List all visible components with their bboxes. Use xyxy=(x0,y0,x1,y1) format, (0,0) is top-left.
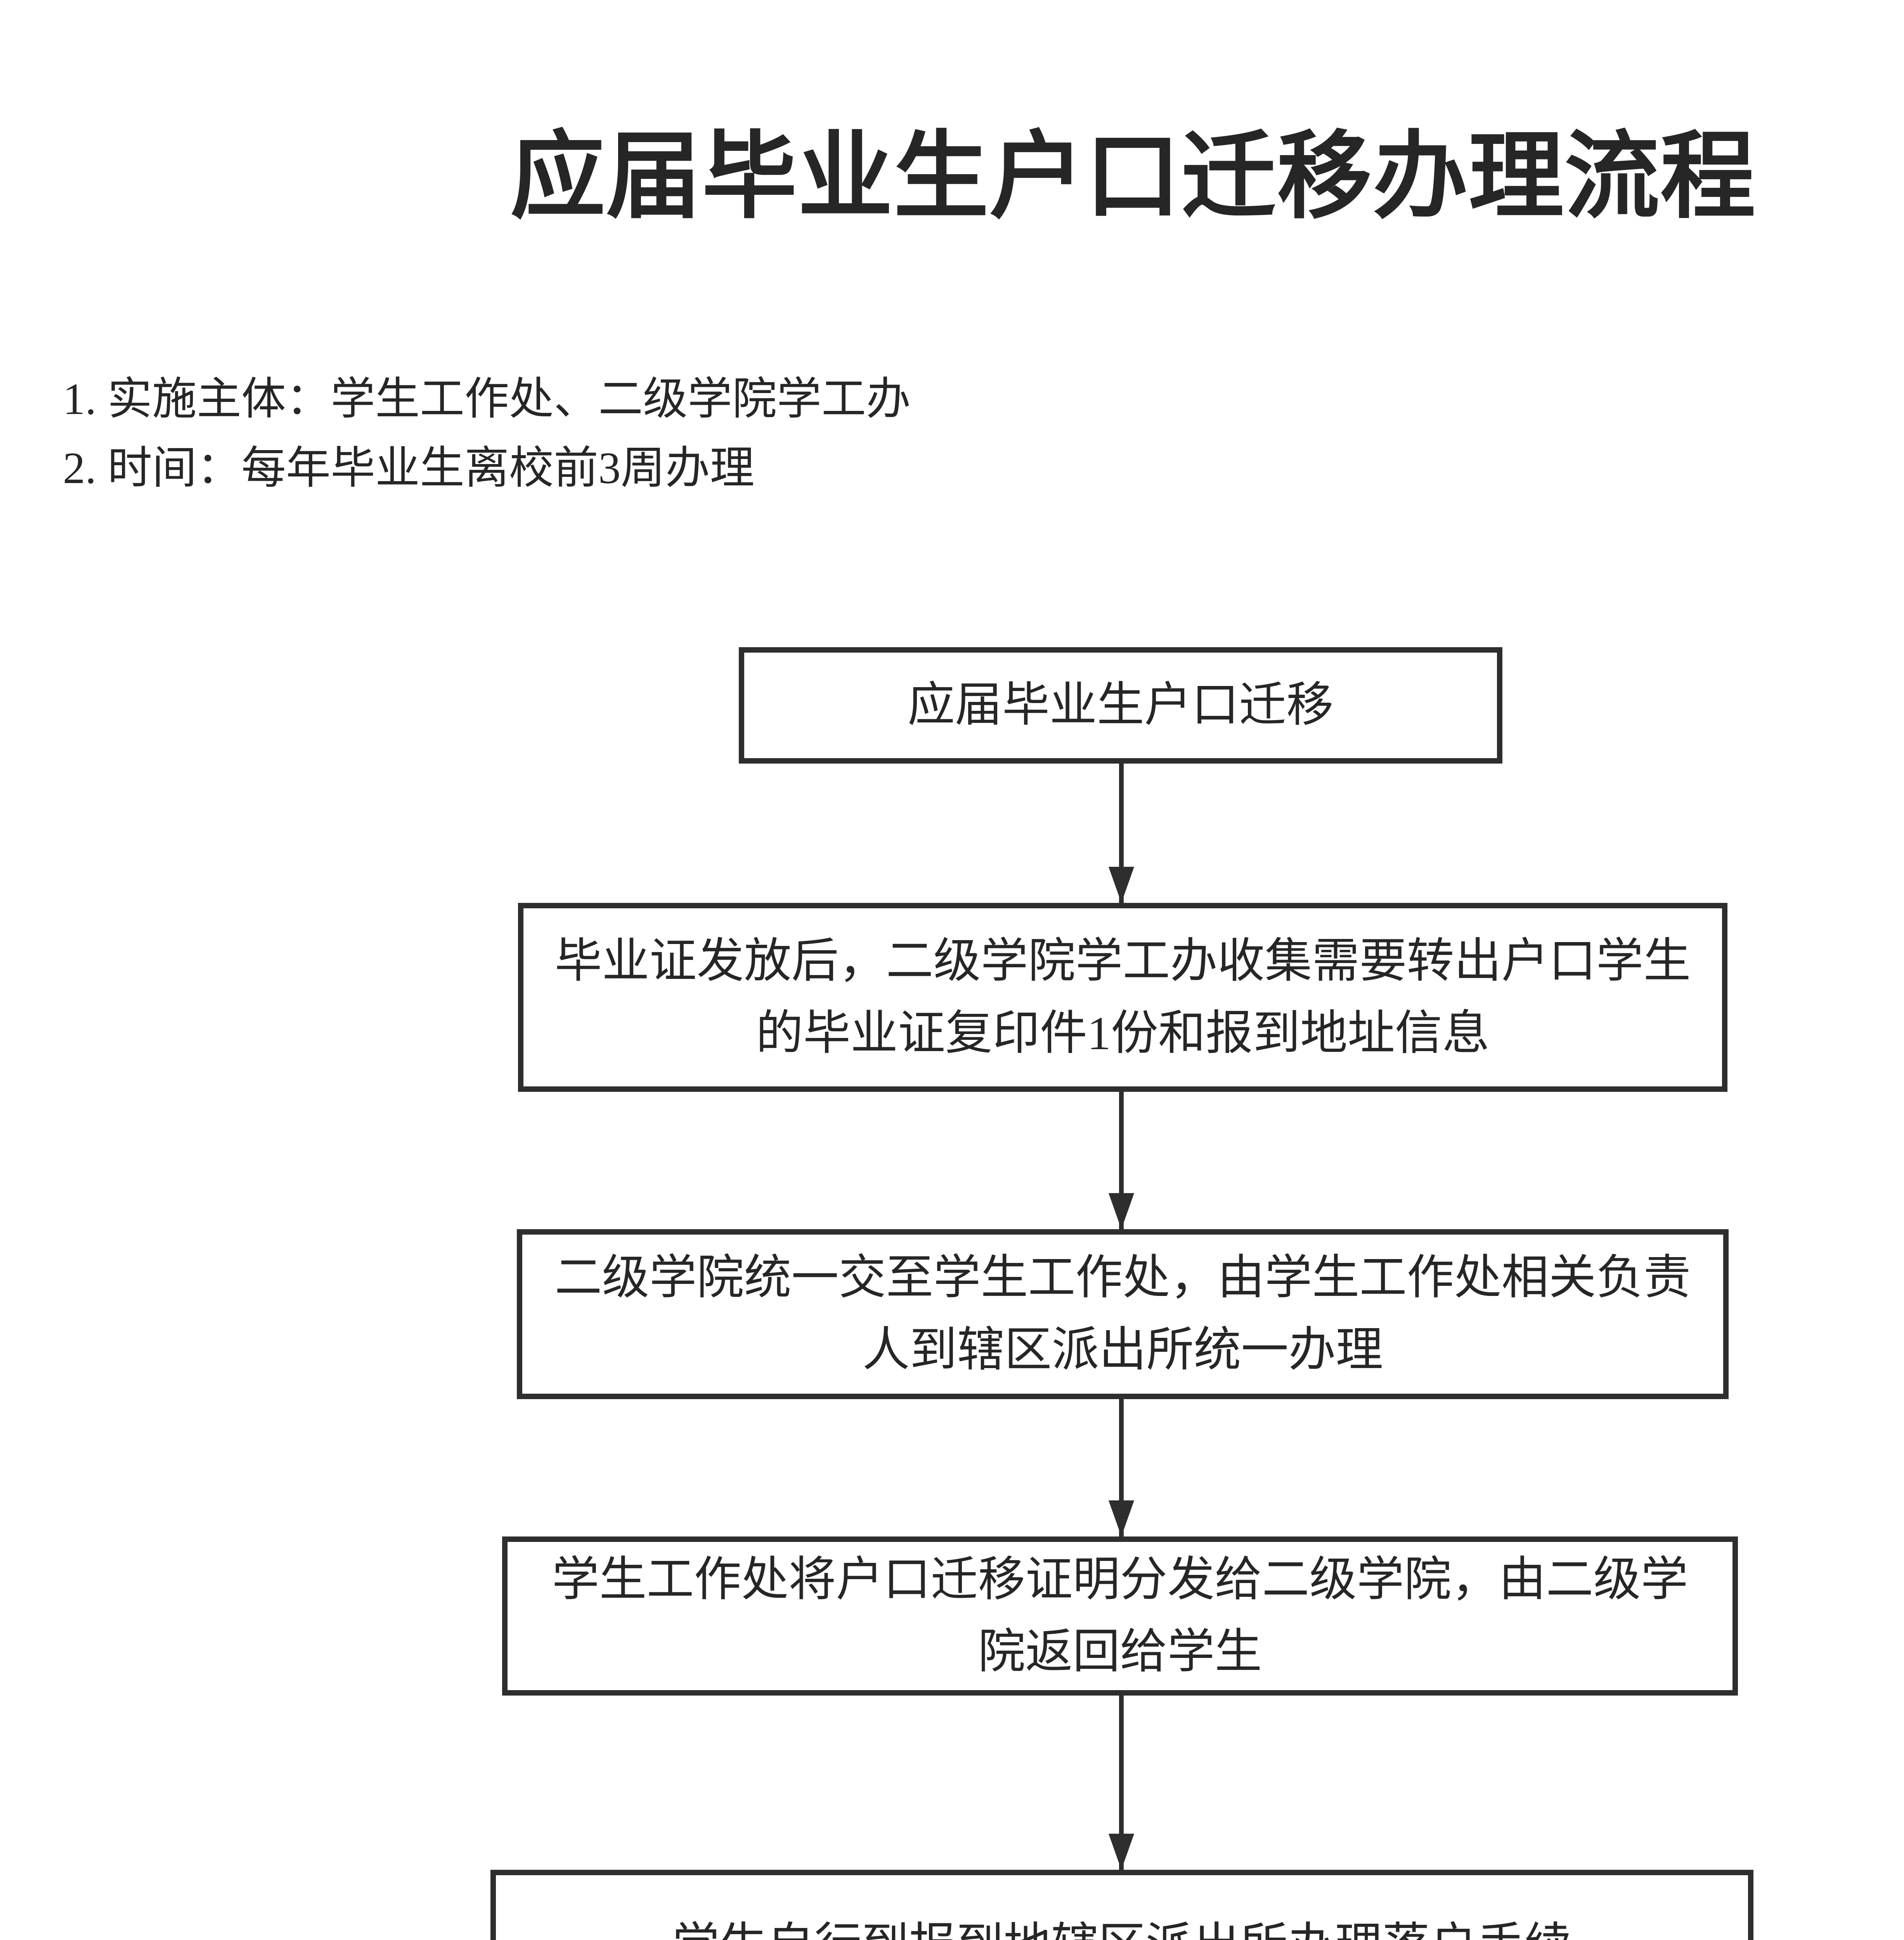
flow-node-step-2: 二级学院统一交至学生工作处，由学生工作处相关负责 人到辖区派出所统一办理 xyxy=(517,1229,1729,1399)
arrow-down-icon xyxy=(1109,1834,1134,1870)
flow-node-step-3: 学生工作处将户口迁移证明分发给二级学院，由二级学 院返回给学生 xyxy=(502,1536,1738,1696)
flow-arrow-line-4 xyxy=(1119,1696,1124,1870)
arrow-down-icon xyxy=(1109,1500,1134,1536)
note-line-2: 2. 时间：每年毕业生离校前3周办理 xyxy=(63,443,755,493)
flow-node-end: 学生自行到报到地辖区派出所办理落户手续 xyxy=(490,1870,1753,1940)
arrow-down-icon xyxy=(1109,867,1134,903)
notes-block: 1. 实施主体：学生工作处、二级学院学工办 2. 时间：每年毕业生离校前3周办理 xyxy=(63,365,911,503)
note-line-1: 1. 实施主体：学生工作处、二级学院学工办 xyxy=(63,374,911,424)
page-title: 应届毕业生户口迁移办理流程 xyxy=(510,125,1756,230)
arrow-down-icon xyxy=(1109,1193,1134,1229)
flow-node-step-1: 毕业证发放后，二级学院学工办收集需要转出户口学生 的毕业证复印件1份和报到地址信… xyxy=(518,903,1727,1092)
flow-node-start: 应届毕业生户口迁移 xyxy=(739,647,1502,764)
